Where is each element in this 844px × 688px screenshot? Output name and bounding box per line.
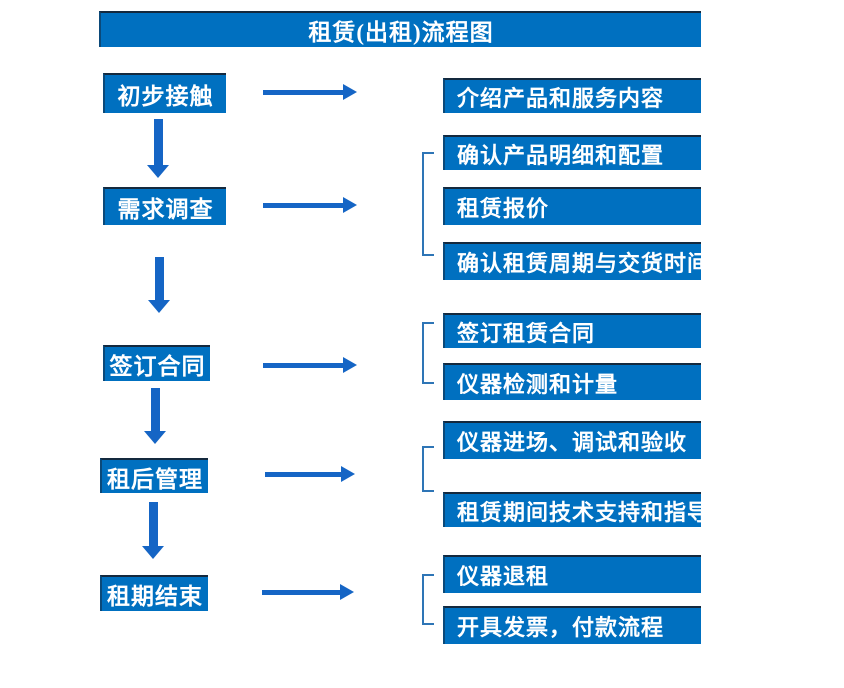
down-arrow-4 bbox=[142, 502, 164, 559]
right-arrow-shaft bbox=[263, 89, 343, 95]
down-arrow-3 bbox=[144, 388, 166, 444]
step-post-rental-management: 租后管理 bbox=[100, 458, 208, 493]
right-arrow-1 bbox=[263, 84, 357, 100]
right-arrow-shaft bbox=[265, 471, 341, 477]
right-arrow-2 bbox=[263, 197, 357, 213]
detail-sign-rental-contract: 签订租赁合同 bbox=[443, 313, 701, 348]
detail-confirm-period-delivery: 确认租赁周期与交货时间 bbox=[443, 242, 709, 280]
down-arrow-shaft bbox=[154, 257, 164, 300]
right-arrow-5 bbox=[262, 584, 354, 600]
down-arrow-1 bbox=[147, 119, 169, 178]
right-arrow-head bbox=[341, 466, 355, 482]
group-bracket-demand-survey bbox=[422, 152, 434, 256]
right-arrow-4 bbox=[265, 466, 355, 482]
detail-instrument-return: 仪器退租 bbox=[443, 555, 701, 593]
right-arrow-head bbox=[343, 84, 357, 100]
right-arrow-head bbox=[343, 197, 357, 213]
step-rental-end: 租期结束 bbox=[100, 575, 208, 611]
right-arrow-3 bbox=[263, 357, 357, 373]
step-sign-contract: 签订合同 bbox=[103, 345, 210, 381]
detail-invoice-payment: 开具发票，付款流程 bbox=[443, 606, 701, 644]
down-arrow-shaft bbox=[148, 502, 158, 546]
detail-instrument-testing-metering: 仪器检测和计量 bbox=[443, 363, 701, 400]
detail-confirm-product-config: 确认产品明细和配置 bbox=[443, 135, 701, 170]
right-arrow-shaft bbox=[263, 202, 343, 208]
flowchart-title: 租赁(出租)流程图 bbox=[99, 11, 701, 47]
down-arrow-head bbox=[147, 165, 169, 178]
detail-tech-support-guidance: 租赁期间技术支持和指导 bbox=[443, 492, 709, 527]
step-demand-survey: 需求调查 bbox=[103, 187, 226, 225]
detail-instrument-setup-acceptance: 仪器进场、调试和验收 bbox=[443, 421, 701, 459]
group-bracket-rental-end bbox=[422, 574, 434, 625]
step-initial-contact: 初步接触 bbox=[103, 73, 226, 113]
right-arrow-head bbox=[340, 584, 354, 600]
detail-introduce-products-services: 介绍产品和服务内容 bbox=[443, 78, 701, 113]
down-arrow-shaft bbox=[150, 388, 160, 431]
down-arrow-2 bbox=[148, 257, 170, 313]
right-arrow-shaft bbox=[263, 362, 343, 368]
down-arrow-head bbox=[148, 300, 170, 313]
right-arrow-head bbox=[343, 357, 357, 373]
group-bracket-sign-contract bbox=[422, 322, 434, 384]
right-arrow-shaft bbox=[262, 589, 340, 595]
down-arrow-shaft bbox=[153, 119, 163, 165]
group-bracket-post-rental bbox=[422, 446, 434, 492]
detail-rental-quote: 租赁报价 bbox=[443, 187, 701, 225]
down-arrow-head bbox=[144, 431, 166, 444]
down-arrow-head bbox=[142, 546, 164, 559]
